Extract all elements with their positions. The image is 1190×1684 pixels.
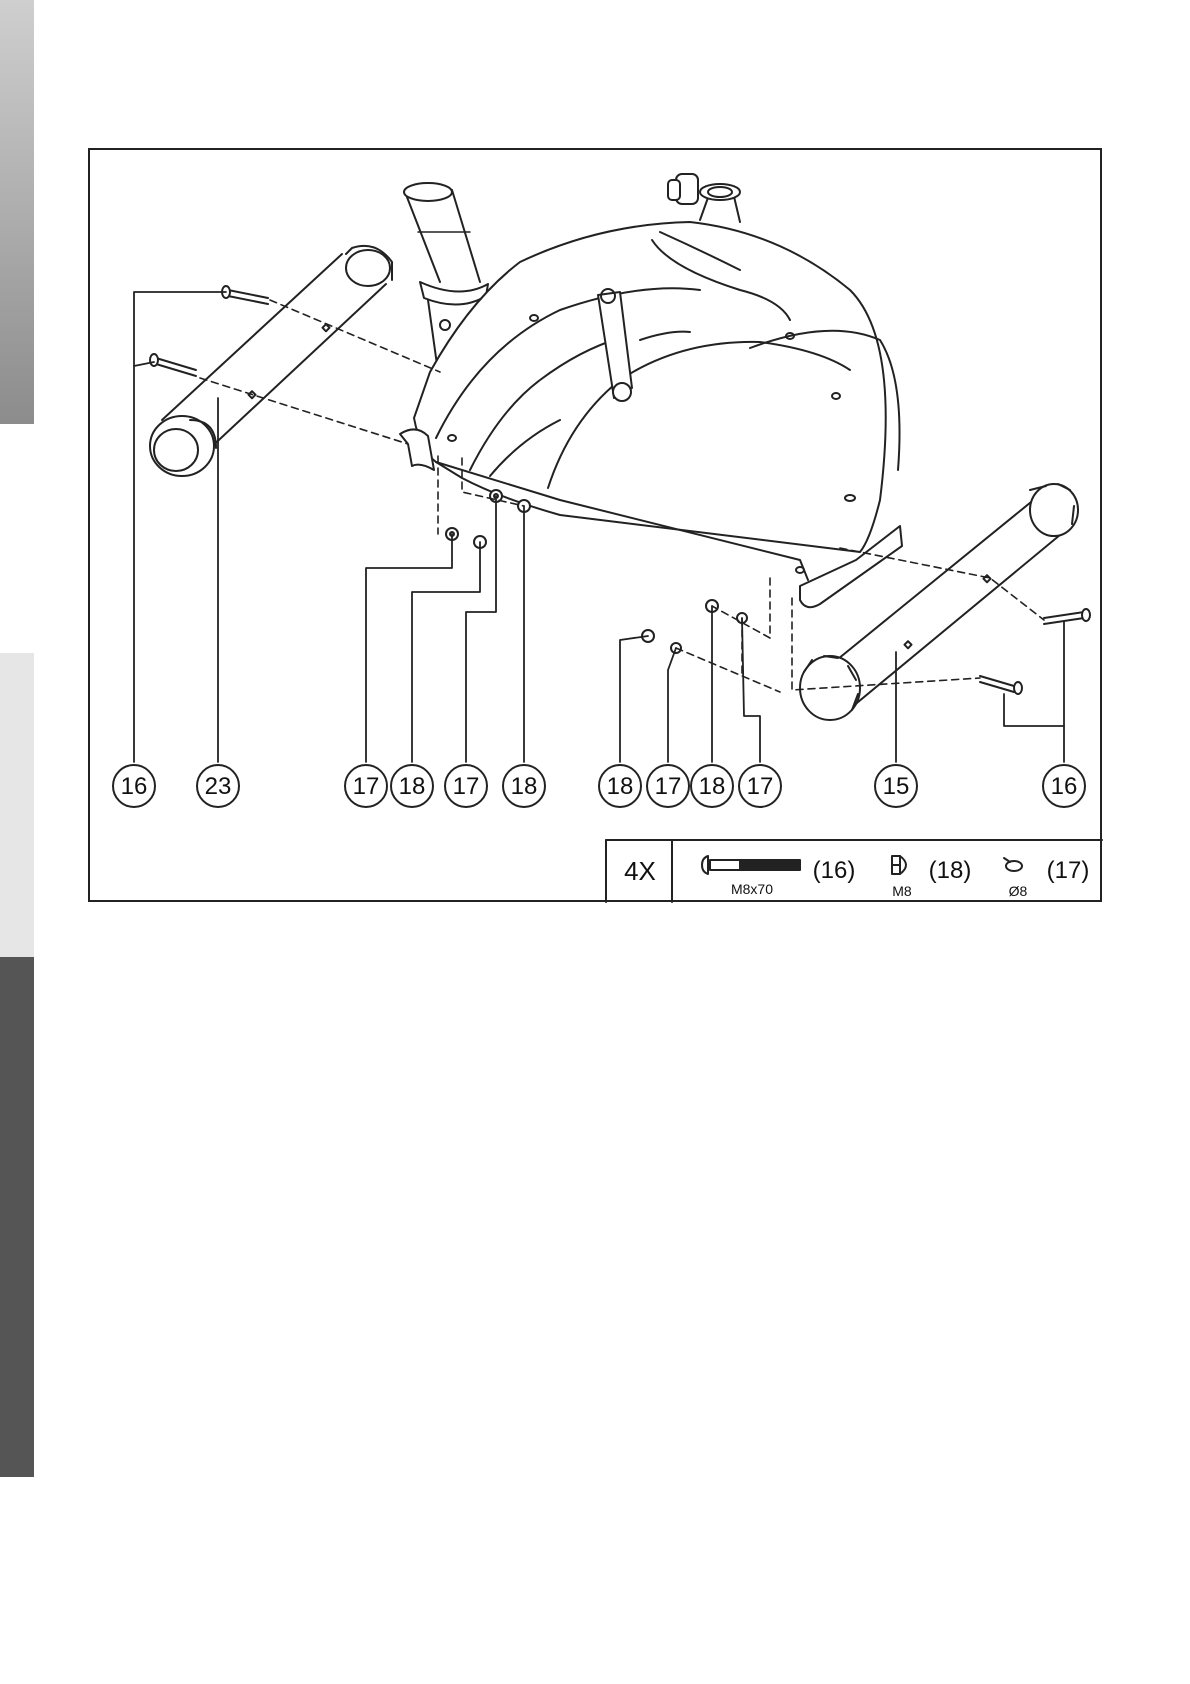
nut-spec: M8 [892, 883, 912, 899]
cap-nut-icon [892, 856, 906, 874]
callout-number: 17 [353, 773, 380, 800]
callout-18a: 18 [391, 765, 433, 807]
callout-17b: 17 [445, 765, 487, 807]
callout-17a: 17 [345, 765, 387, 807]
quantity-label: 4X [624, 856, 656, 886]
callout-number: 17 [453, 773, 480, 800]
bolt-ref: (16) [813, 857, 856, 884]
callout-number: 18 [511, 773, 538, 800]
bolt-spec: M8x70 [731, 881, 773, 897]
callout-16b: 16 [1043, 765, 1085, 807]
callout-16a: 16 [113, 765, 155, 807]
callout-18d: 18 [691, 765, 733, 807]
washer-icon [1004, 858, 1022, 871]
callout-18c: 18 [599, 765, 641, 807]
callout-17d: 17 [739, 765, 781, 807]
washer-ref: (17) [1047, 857, 1090, 884]
callout-15: 15 [875, 765, 917, 807]
callout-number: 16 [121, 773, 148, 800]
nut-ref: (18) [929, 857, 972, 884]
callout-17c: 17 [647, 765, 689, 807]
carriage-bolt-icon [702, 856, 800, 874]
callout-number: 17 [747, 773, 774, 800]
callout-number: 23 [205, 773, 232, 800]
callout-number: 18 [399, 773, 426, 800]
callout-number: 16 [1051, 773, 1078, 800]
washer-spec: Ø8 [1009, 883, 1028, 899]
callout-number: 18 [699, 773, 726, 800]
callout-number: 15 [883, 773, 910, 800]
callout-number: 18 [607, 773, 634, 800]
callout-18b: 18 [503, 765, 545, 807]
callout-23: 23 [197, 765, 239, 807]
callout-number: 17 [655, 773, 682, 800]
front-stabilizer-tube [150, 246, 392, 476]
